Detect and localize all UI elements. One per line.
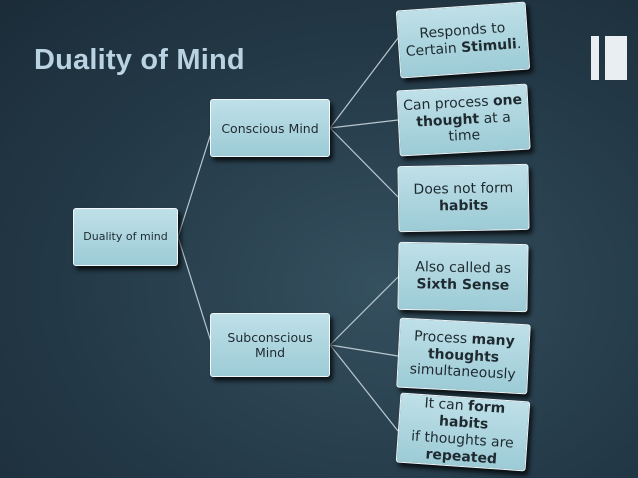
decorative-bar-thin — [591, 36, 599, 80]
slide-title: Duality of Mind — [34, 44, 245, 76]
subconscious-mind-label-line-1: Subconscious — [227, 330, 313, 345]
connector-conscious-leaf-1 — [329, 37, 399, 129]
connector-subconscious-leaf-3 — [329, 344, 399, 432]
root-node: Duality of mind — [73, 208, 178, 266]
leaf-text-line: Also called as — [415, 259, 511, 277]
leaf-text-run: habits — [438, 197, 489, 215]
subconscious-mind-node: Subconscious Mind — [210, 313, 330, 377]
connector-subconscious-leaf-1 — [329, 276, 399, 346]
decorative-bar-thick — [605, 36, 627, 80]
leaf-text-run: Process — [413, 328, 473, 348]
leaf-text-line: Does not form — [413, 180, 513, 199]
connector-conscious-leaf-2 — [329, 119, 399, 129]
conscious-mind-node: Conscious Mind — [210, 99, 330, 157]
leaf-text-run: one — [492, 91, 523, 110]
leaf-text-run: many — [471, 331, 516, 350]
connector-root-conscious — [177, 129, 213, 238]
leaf-text-line: habits — [414, 197, 514, 216]
root-node-label: Duality of mind — [83, 230, 168, 244]
leaf-text-line: thought at a time — [399, 108, 530, 148]
leaf-text-run: It can — [423, 395, 469, 415]
leaf-text-run: . — [516, 35, 522, 53]
leaf-text-run: Stimuli — [460, 36, 518, 57]
leaf-text-run: Does not form — [413, 180, 514, 199]
leaf-text-run: Certain — [405, 40, 462, 60]
conscious-mind-label: Conscious Mind — [221, 120, 319, 136]
leaf-text-run: Also called as — [415, 259, 512, 278]
connector-conscious-leaf-3 — [329, 127, 399, 198]
subconscious-mind-label-line-2: Mind — [254, 345, 286, 360]
connector-subconscious-leaf-2 — [329, 344, 399, 357]
leaf-text-run: Sixth Sense — [416, 276, 510, 294]
connector-root-subconscious — [177, 236, 213, 346]
leaf-text-line: Sixth Sense — [415, 276, 511, 294]
